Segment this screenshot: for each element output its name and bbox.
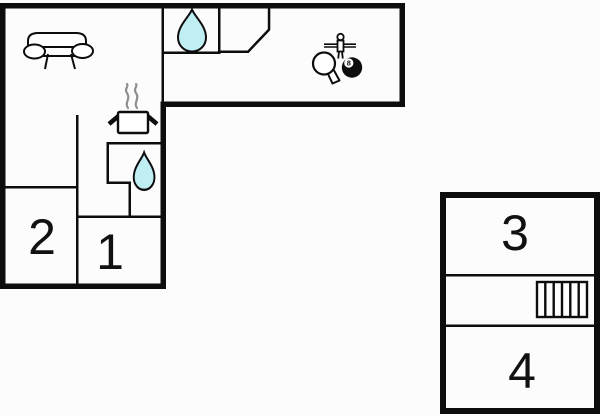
steam-wave <box>124 82 130 110</box>
sofa-icon <box>23 32 94 70</box>
game-room-icon: 8 <box>311 32 363 85</box>
water-drop-shower-icon <box>176 6 208 53</box>
room-2-label: 2 <box>28 209 56 265</box>
steam-wave <box>133 82 139 110</box>
water-drop-bathroom-icon <box>132 149 156 191</box>
billiard-ball-number: 8 <box>347 59 351 68</box>
foosball-player-icon <box>324 32 356 59</box>
annex-building-walls <box>440 192 600 414</box>
room-4-label: 4 <box>508 343 536 399</box>
table-tennis-paddle-icon <box>311 51 341 85</box>
room-3-label: 3 <box>501 205 529 261</box>
cooking-pot-steam-icon <box>107 82 159 135</box>
billiard-8-ball-icon: 8 <box>341 57 363 78</box>
stairs-icon <box>535 280 589 319</box>
main-building-walls <box>0 3 405 289</box>
room-1-label: 1 <box>96 224 124 280</box>
